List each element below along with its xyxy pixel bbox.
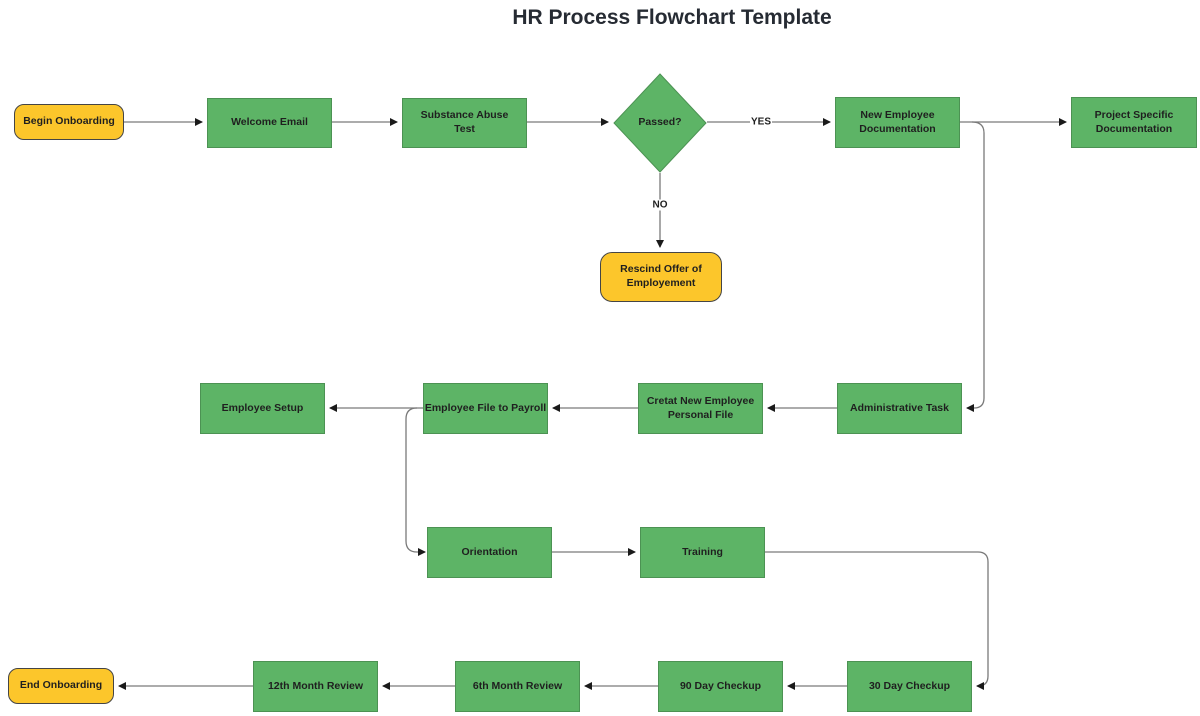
node-substance-abuse-test[interactable]: Substance Abuse Test <box>402 98 527 148</box>
node-employee-file-to-payroll[interactable]: Employee File to Payroll <box>423 383 548 434</box>
decision-diamond-shape <box>613 73 707 173</box>
node-employee-setup[interactable]: Employee Setup <box>200 383 325 434</box>
node-label: Welcome Email <box>231 116 308 129</box>
node-orientation[interactable]: Orientation <box>427 527 552 578</box>
node-label: Orientation <box>461 545 518 558</box>
node-label: Employee File to Payroll <box>424 401 547 414</box>
node-label: 90 Day Checkup <box>679 679 762 692</box>
node-project-specific-documentation[interactable]: Project Specific Documentation <box>1071 97 1197 148</box>
node-label: Project Specific Documentation <box>1094 108 1174 135</box>
node-rescind-offer-of-employement[interactable]: Rescind Offer of Employement <box>600 252 722 302</box>
node-6th-month-review[interactable]: 6th Month Review <box>455 661 580 712</box>
node-label: Training <box>682 545 723 558</box>
node-label: Employee Setup <box>221 401 304 414</box>
node-cretat-new-employee-personal-file[interactable]: Cretat New Employee Personal File <box>638 383 763 434</box>
node-administrative-task[interactable]: Administrative Task <box>837 383 962 434</box>
node-label: Cretat New Employee Personal File <box>646 394 755 421</box>
page-title: HR Process Flowchart Template <box>512 6 832 29</box>
node-label: Rescind Offer of Employement <box>620 263 702 289</box>
node-12th-month-review[interactable]: 12th Month Review <box>253 661 378 712</box>
node-label: Administrative Task <box>849 401 949 414</box>
node-label: Begin Onboarding <box>23 115 115 128</box>
node-label: 30 Day Checkup <box>868 679 951 692</box>
node-end-onboarding[interactable]: End Onboarding <box>8 668 114 704</box>
edge-label-yes: YES <box>749 116 773 128</box>
node-begin-onboarding[interactable]: Begin Onboarding <box>14 104 124 140</box>
node-30-day-checkup[interactable]: 30 Day Checkup <box>847 661 972 712</box>
node-90-day-checkup[interactable]: 90 Day Checkup <box>658 661 783 712</box>
node-label: 6th Month Review <box>472 679 563 692</box>
node-passed-decision[interactable]: Passed? <box>613 73 707 173</box>
node-label: Passed? <box>638 116 682 129</box>
node-label: End Onboarding <box>19 679 103 692</box>
node-label: 12th Month Review <box>267 679 364 692</box>
node-training[interactable]: Training <box>640 527 765 578</box>
node-label: New Employee Documentation <box>859 108 936 135</box>
node-welcome-email[interactable]: Welcome Email <box>207 98 332 148</box>
edge-label-no: NO <box>651 199 669 211</box>
node-label: Substance Abuse Test <box>420 109 509 135</box>
node-new-employee-documentation[interactable]: New Employee Documentation <box>835 97 960 148</box>
